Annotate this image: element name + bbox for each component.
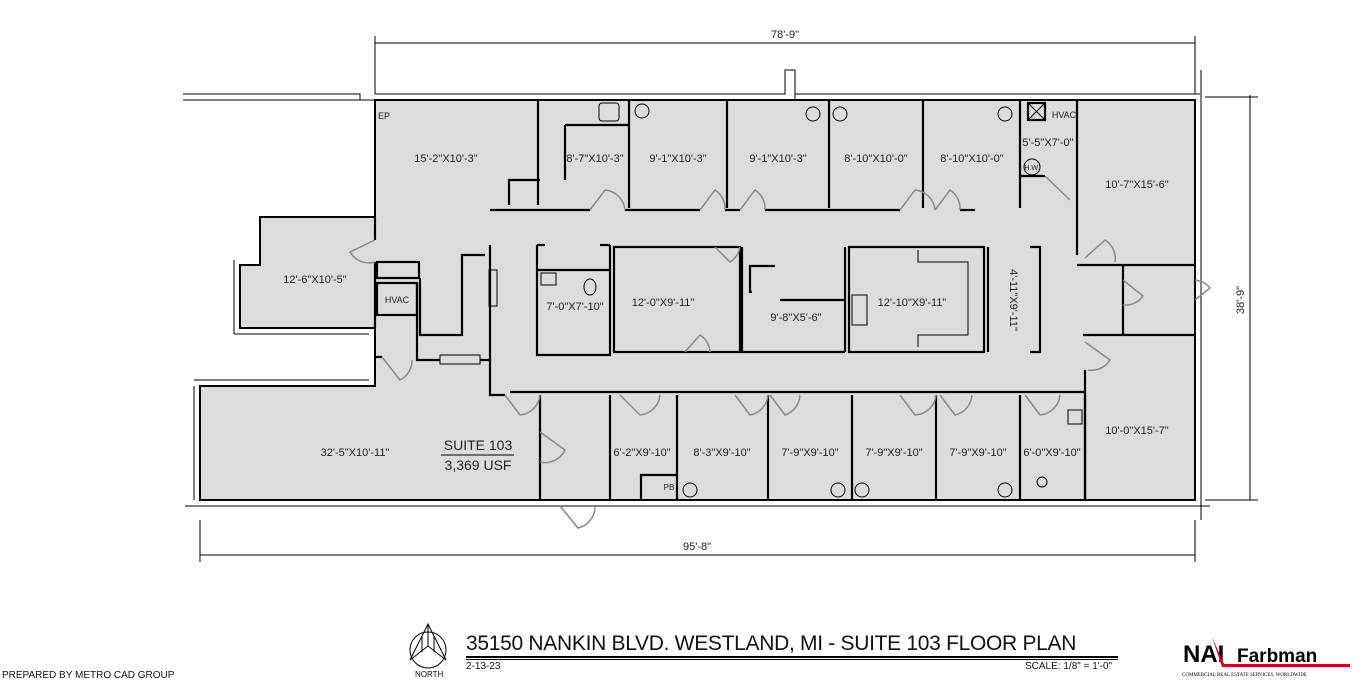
- ep-tag: EP: [378, 111, 390, 121]
- dimension-right: 38'-9": [1235, 286, 1247, 314]
- room-label: 8'-10"X10'-0": [940, 153, 1003, 165]
- plan-date: 2-13-23: [466, 661, 501, 672]
- interior-walls: [373, 100, 1195, 500]
- exterior-wall: [183, 93, 361, 100]
- room-label: 7'-9"X9'-10": [781, 447, 838, 459]
- nai-farbman-logo: NAI Farbman COMMERCIAL REAL ESTATE SERVI…: [1182, 637, 1350, 678]
- room-label: 7'-9"X9'-10": [949, 447, 1006, 459]
- room-label: 5'-5"X7'-0": [1022, 137, 1073, 149]
- plan-title: 35150 NANKIN BLVD. WESTLAND, MI - SUITE …: [466, 632, 1077, 655]
- pb-tag: PB: [664, 483, 675, 492]
- room-label: 9'-1"X10'-3": [749, 153, 806, 165]
- suite-area: 3,369 USF: [445, 457, 512, 473]
- room-label: 12'-10"X9'-11": [878, 297, 947, 309]
- room-label: 6'-0"X9'-10": [1023, 447, 1080, 459]
- room-label: 4'-11"X9'-11": [1007, 269, 1019, 331]
- north-arrow-icon: [409, 622, 447, 669]
- fixtures: [540, 101, 1083, 498]
- room-label: 7'-9"X9'-10": [865, 447, 922, 459]
- hvac-tag: HVAC: [385, 295, 410, 305]
- water-heater-tag: H.W.: [1024, 165, 1039, 172]
- room-label: 10'-7"X15'-6": [1105, 179, 1168, 191]
- door-swings: [348, 175, 1212, 529]
- room-label: 10'-0"X15'-7": [1105, 425, 1168, 437]
- room-label: 7'-0"X7'-10": [546, 301, 603, 313]
- title-underline: [466, 656, 1118, 658]
- dimension-bottom: 95'-8": [683, 541, 711, 553]
- room-label: 9'-8"X5'-6": [770, 312, 821, 324]
- svg-text:COMMERCIAL REAL ESTATE SERVICE: COMMERCIAL REAL ESTATE SERVICES, WORLDWI…: [1182, 673, 1307, 678]
- north-label: NORTH: [415, 670, 444, 679]
- room-label: 32'-5"X10'-11": [321, 447, 390, 459]
- plan-scale: SCALE: 1/8" = 1'-0": [1025, 661, 1113, 672]
- svg-text:NAI: NAI: [1183, 641, 1224, 668]
- room-label: 8'-10"X10'-0": [844, 153, 907, 165]
- dimension-lines: [199, 36, 1258, 562]
- room-label: 8'-3"X9'-10": [693, 447, 750, 459]
- drain-icon: [634, 103, 650, 119]
- title-underline-thin: [466, 659, 1118, 660]
- prepared-by: PREPARED BY METRO CAD GROUP: [2, 670, 175, 681]
- room-label: 6'-2"X9'-10": [613, 447, 670, 459]
- suite-name: SUITE 103: [444, 437, 513, 453]
- room-label: 9'-1"X10'-3": [649, 153, 706, 165]
- room-label: 15'-2"X10'-3": [414, 153, 477, 165]
- hvac-tag: HVAC: [1052, 110, 1077, 120]
- room-label: 12'-6"X10'-5": [283, 274, 346, 286]
- room-label: 8'-7"X10'-3": [566, 153, 623, 165]
- svg-text:Farbman: Farbman: [1237, 646, 1317, 667]
- room-label: 12'-0"X9'-11": [632, 297, 695, 309]
- dimension-top: 78'-9": [771, 29, 799, 41]
